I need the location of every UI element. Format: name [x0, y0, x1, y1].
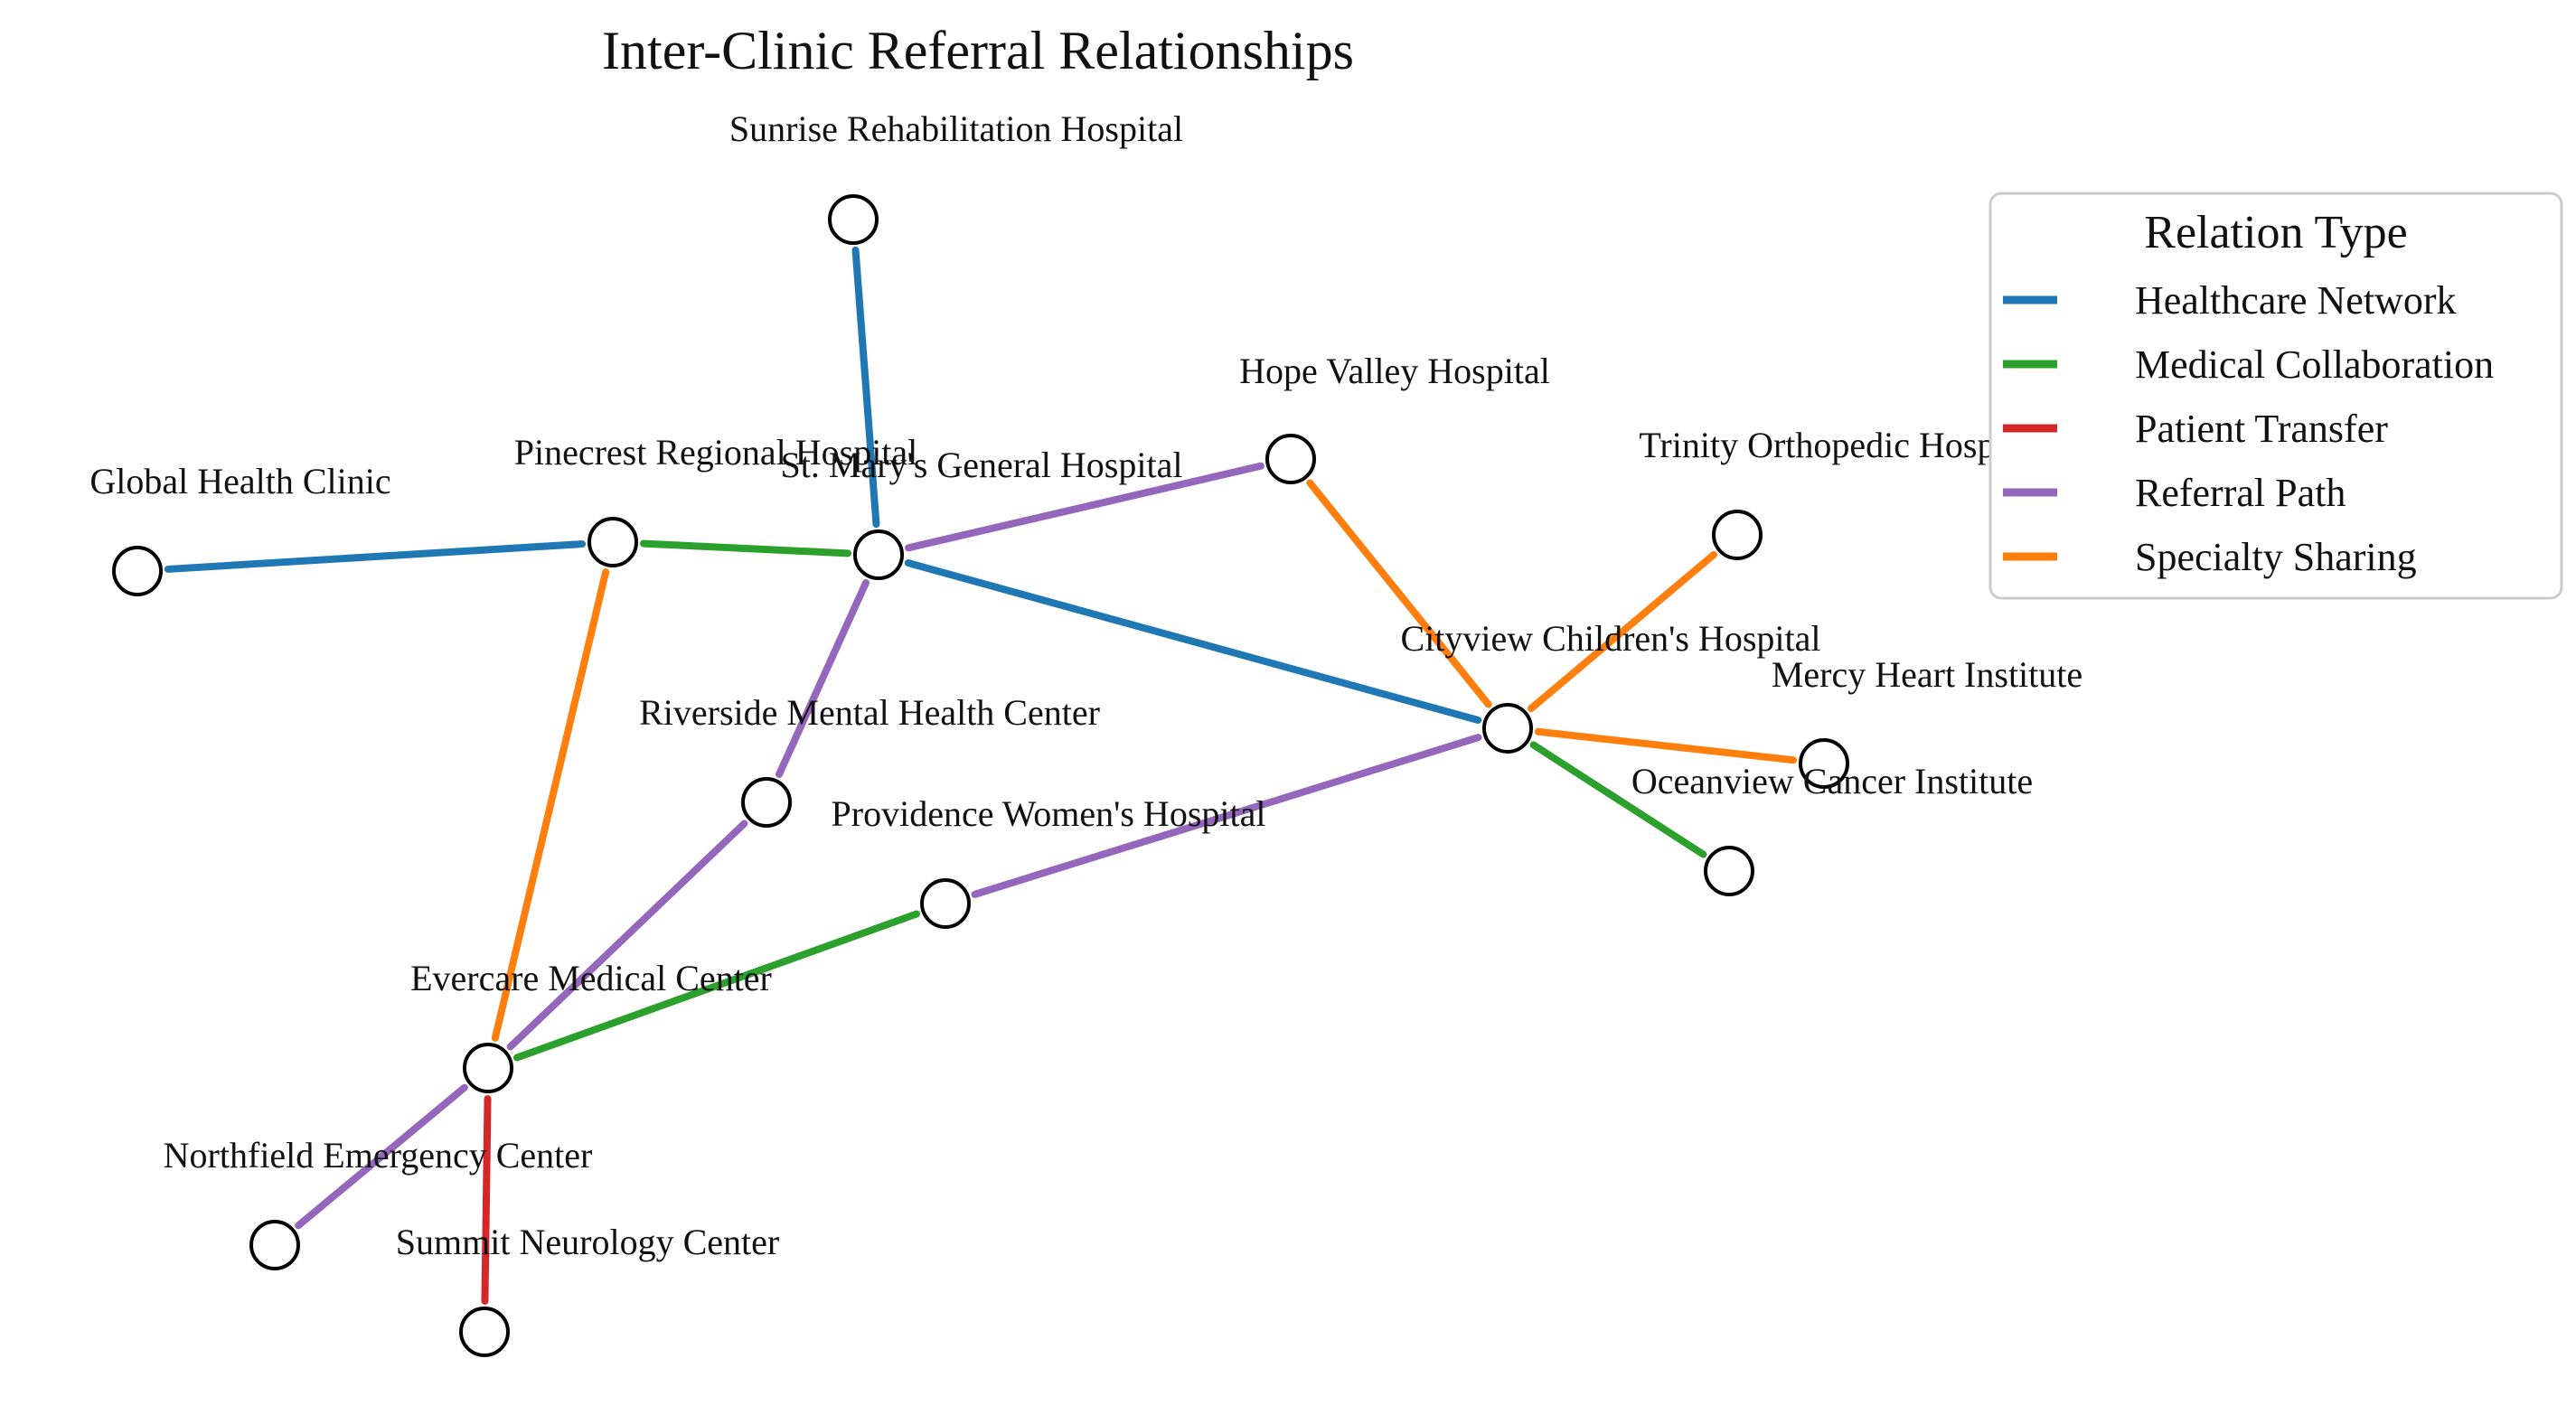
edge-stmarys-hope	[905, 462, 1264, 552]
diagram-title: Inter-Clinic Referral Relationships	[602, 21, 1354, 80]
edge-global-pinecrest	[164, 540, 587, 573]
legend-label-specialty: Specialty Sharing	[2135, 535, 2417, 579]
edge-riverside-evercare	[506, 820, 748, 1051]
nodes-layer	[112, 194, 1849, 1357]
node-summit[interactable]	[459, 1307, 510, 1357]
edge-evercare-summit	[481, 1094, 492, 1306]
node-label-oceanview: Oceanview Cancer Institute	[1631, 761, 2033, 801]
edge-pinecrest-evercare	[491, 568, 610, 1042]
node-label-pinecrest: Pinecrest Regional Hospital	[514, 432, 918, 473]
node-trinity[interactable]	[1712, 510, 1763, 560]
node-label-mercy: Mercy Heart Institute	[1772, 654, 2082, 695]
edge-providence-cityview	[971, 734, 1482, 898]
edge-evercare-northfield	[295, 1083, 468, 1230]
node-global[interactable]	[112, 546, 163, 596]
node-stmarys[interactable]	[853, 529, 904, 580]
edge-cityview-oceanview	[1529, 741, 1707, 858]
node-providence[interactable]	[920, 878, 971, 929]
node-sunrise[interactable]	[828, 194, 879, 245]
edge-stmarys-riverside	[776, 578, 870, 779]
node-mercy[interactable]	[1799, 738, 1849, 789]
edge-stmarys-cityview	[904, 559, 1482, 724]
edge-cityview-trinity	[1528, 550, 1717, 713]
node-label-riverside: Riverside Mental Health Center	[639, 692, 1100, 733]
node-riverside[interactable]	[741, 777, 792, 828]
node-label-global: Global Health Clinic	[89, 461, 390, 501]
node-pinecrest[interactable]	[588, 517, 638, 567]
node-label-sunrise: Sunrise Rehabilitation Hospital	[729, 108, 1183, 149]
legend-title: Relation Type	[2144, 207, 2407, 258]
legend-box	[1988, 192, 2563, 600]
legend-label-referral: Referral Path	[2135, 471, 2346, 515]
node-oceanview[interactable]	[1704, 846, 1754, 896]
node-label-hope: Hope Valley Hospital	[1239, 351, 1550, 391]
node-label-northfield: Northfield Emergency Center	[164, 1135, 593, 1176]
node-hope[interactable]	[1265, 434, 1316, 484]
node-evercare[interactable]	[463, 1043, 513, 1093]
edge-pinecrest-stmarys	[639, 539, 852, 557]
node-label-trinity: Trinity Orthopedic Hospital	[1639, 425, 2041, 465]
legend-label-collab: Medical Collaboration	[2135, 342, 2494, 387]
legend-label-transfer: Patient Transfer	[2135, 407, 2388, 451]
node-cityview[interactable]	[1482, 703, 1533, 754]
node-label-summit: Summit Neurology Center	[396, 1222, 779, 1262]
edge-sunrise-stmarys	[851, 246, 880, 529]
legend-label-healthcare: Healthcare Network	[2135, 278, 2456, 323]
node-label-cityview: Cityview Children's Hospital	[1401, 618, 1821, 659]
node-label-stmarys: St. Mary's General Hospital	[781, 445, 1183, 485]
node-northfield[interactable]	[249, 1220, 300, 1270]
edge-evercare-providence	[512, 910, 921, 1062]
edges-layer	[164, 246, 1798, 1306]
edge-cityview-mercy	[1534, 727, 1798, 764]
legend: Relation Type Healthcare NetworkMedical …	[1988, 192, 2563, 600]
node-label-evercare: Evercare Medical Center	[410, 958, 772, 998]
node-label-providence: Providence Women's Hospital	[832, 793, 1266, 834]
edge-hope-cityview	[1306, 479, 1492, 708]
